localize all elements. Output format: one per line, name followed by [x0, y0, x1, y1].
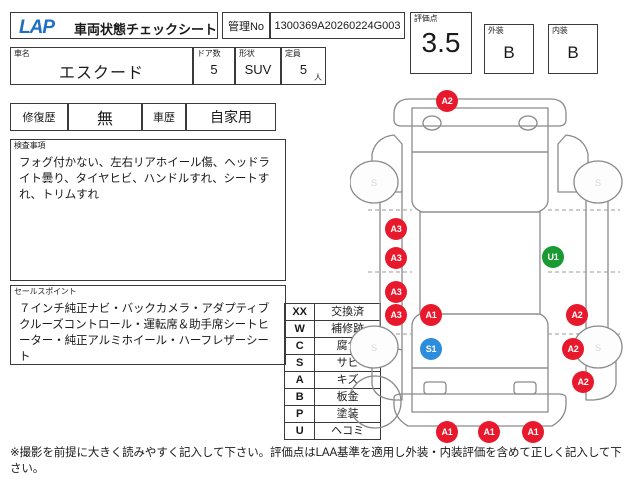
wheel-labels: S S S S: [371, 178, 601, 353]
car-name-value: エスクード: [58, 65, 144, 82]
legend-code: XX: [283, 303, 316, 321]
vehicle-outline-svg: S S S S: [350, 98, 623, 429]
seat-capacity-value: 5: [299, 62, 308, 77]
evaluation-score-value: 3.5: [421, 27, 461, 58]
interior-grade-box: 内装 B: [548, 24, 598, 74]
sales-points-box: セールスポイント ７インチ純正ナビ・バックカメラ・アダプティブクルーズコントロー…: [10, 285, 286, 365]
body-shape-label: 形状: [239, 49, 255, 58]
exterior-grade-label: 外装: [488, 26, 504, 35]
damage-marker[interactable]: A3: [385, 304, 407, 326]
sales-points-label: セールスポイント: [14, 287, 77, 296]
damage-marker[interactable]: A2: [436, 90, 458, 112]
damage-marker[interactable]: A1: [436, 421, 458, 443]
seat-capacity-box: 定員 5 人: [281, 47, 326, 85]
wheel-shapes: [350, 160, 623, 369]
body-shape-box: 形状 SUV: [235, 47, 281, 85]
exterior-grade-value: B: [503, 43, 515, 62]
seat-capacity-label: 定員: [285, 49, 301, 58]
page-title: 車両状態チェックシート: [74, 22, 218, 37]
interior-grade-value: B: [567, 43, 579, 62]
legend-code: P: [283, 405, 316, 423]
door-count-value: 5: [210, 62, 218, 77]
body-shape-value: SUV: [244, 62, 272, 77]
legend-code: C: [283, 337, 316, 355]
damage-marker[interactable]: A3: [385, 247, 407, 269]
car-name-label: 車名: [14, 49, 30, 58]
sales-points-text: ７インチ純正ナビ・バックカメラ・アダプティブクルーズコントロール・運転席＆助手席…: [19, 303, 270, 363]
seat-capacity-unit: 人: [314, 73, 322, 82]
interior-grade-label: 内装: [552, 26, 568, 35]
svg-text:S: S: [371, 343, 377, 353]
damage-marker[interactable]: A2: [562, 338, 584, 360]
usage-history-value: 自家用: [210, 109, 252, 125]
damage-marker[interactable]: A1: [478, 421, 500, 443]
legend-code: S: [283, 354, 316, 372]
damage-marker[interactable]: U1: [542, 246, 564, 268]
legend-code: W: [283, 320, 316, 338]
damage-marker[interactable]: S1: [420, 338, 442, 360]
exterior-grade-box: 外装 B: [484, 24, 534, 74]
door-count-box: ドア数 5: [193, 47, 235, 85]
legend-code: U: [283, 422, 316, 440]
damage-marker[interactable]: A1: [420, 304, 442, 326]
management-no-label: 管理No: [227, 20, 265, 33]
usage-history-label: 車歴: [153, 112, 175, 124]
footer-note: ※撮影を前提に大きく読みやすく記入して下さい。評価点はLAA基準を適用し外装・内…: [10, 447, 622, 475]
usage-history-label-box: 車歴: [142, 103, 186, 131]
svg-text:S: S: [595, 178, 601, 188]
damage-marker[interactable]: A2: [566, 304, 588, 326]
repair-history-value: 無: [96, 111, 113, 128]
legend-code: B: [283, 388, 316, 406]
inspection-notes-label: 検査事項: [14, 141, 46, 150]
repair-history-label-box: 修復歴: [10, 103, 68, 131]
legend-description: ヘコミ: [314, 422, 381, 440]
evaluation-score-box: 評価点 3.5: [410, 12, 472, 74]
evaluation-score-label: 評価点: [414, 14, 438, 23]
damage-marker[interactable]: A2: [572, 371, 594, 393]
sheet-title-box: LAP 車両状態チェックシート: [10, 12, 218, 39]
inspection-notes-text: フォグ付かない、左右リアホイール傷、ヘッドライト曇り、タイヤヒビ、ハンドルすれ、…: [19, 157, 270, 201]
inspection-notes-box: 検査事項 フォグ付かない、左右リアホイール傷、ヘッドライト曇り、タイヤヒビ、ハン…: [10, 139, 286, 281]
damage-marker[interactable]: A1: [522, 421, 544, 443]
svg-text:S: S: [595, 343, 601, 353]
legend-code: A: [283, 371, 316, 389]
usage-history-value-box: 自家用: [186, 103, 276, 131]
damage-marker[interactable]: A3: [385, 281, 407, 303]
lap-logo: LAP: [19, 17, 55, 38]
door-count-label: ドア数: [197, 49, 221, 58]
repair-history-label: 修復歴: [22, 112, 56, 124]
management-no-value-box: 1300369A20260224G003: [270, 12, 405, 39]
repair-history-value-box: 無: [68, 103, 142, 131]
management-no-label-box: 管理No: [222, 12, 270, 39]
car-name-box: 車名 エスクード: [10, 47, 193, 85]
damage-marker[interactable]: A3: [385, 218, 407, 240]
management-no-value: 1300369A20260224G003: [274, 19, 401, 32]
svg-text:S: S: [371, 178, 377, 188]
